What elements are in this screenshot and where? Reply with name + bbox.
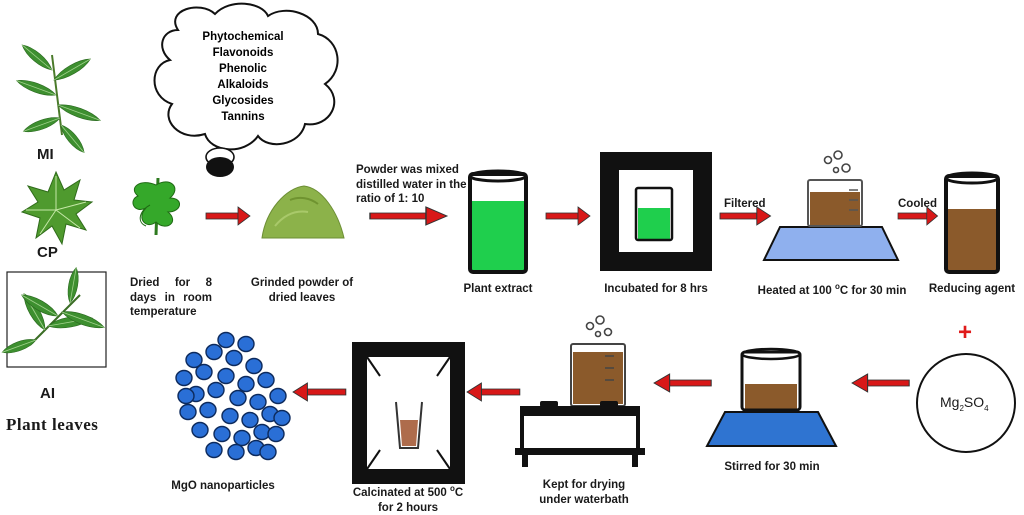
- plus-sign: +: [958, 319, 973, 346]
- nanoparticle: [221, 407, 239, 425]
- ai-leaves-image: [0, 266, 107, 368]
- nanoparticle: [233, 429, 251, 447]
- label-mixed: Powder was mixed distilled water in the …: [356, 164, 467, 206]
- label-plant-leaves: Plant leaves: [6, 415, 99, 434]
- nanoparticle: [191, 421, 209, 439]
- phytochemical-list: Phytochemical Flavonoids Phenolic Alkalo…: [188, 29, 298, 125]
- nanoparticle: [177, 387, 195, 405]
- dried-leaves-image: [132, 177, 180, 236]
- phyto-item: Flavonoids: [212, 47, 274, 59]
- label-kept-line1: Kept for drying: [542, 479, 626, 491]
- label-mgso4: Mg2SO4: [940, 394, 989, 413]
- label-kept-drying: Kept for drying under waterbath: [516, 478, 652, 507]
- label-ai: AI: [40, 385, 55, 402]
- nanoparticle: [241, 411, 259, 429]
- label-calcinated-line1: Calcinated at 500 oC: [352, 484, 464, 499]
- heating-setup: [762, 150, 900, 261]
- mgo-nanoparticles-cluster: [175, 331, 291, 461]
- powder-image: [261, 185, 345, 239]
- phytochemical-cloud: [153, 2, 339, 177]
- label-reducing-agent: Reducing agent: [928, 283, 1016, 295]
- nanoparticle: [267, 425, 285, 443]
- label-cooled: Cooled: [898, 198, 937, 210]
- arrow-dry-to-calcine: [466, 382, 521, 402]
- arrow-powder-to-mix: [369, 206, 448, 226]
- nanoparticle: [213, 425, 231, 443]
- nanoparticle: [225, 349, 243, 367]
- label-calcinated: Calcinated at 500 oC for 2 hours: [332, 484, 484, 515]
- phyto-item: Tannins: [221, 111, 265, 123]
- label-filtered: Filtered: [724, 198, 766, 210]
- nanoparticle: [245, 357, 263, 375]
- arrow-salt-to-stir: [851, 373, 910, 393]
- arrow-stir-to-dry: [653, 373, 712, 393]
- reducing-agent-beaker: [944, 171, 1000, 274]
- nanoparticle: [217, 367, 235, 385]
- stirring-setup: [705, 347, 838, 447]
- nanoparticle: [185, 351, 203, 369]
- nanoparticle: [249, 393, 267, 411]
- nanoparticle: [207, 381, 225, 399]
- nanoparticle: [179, 403, 197, 421]
- phyto-item: Phytochemical: [202, 31, 284, 43]
- nanoparticle: [259, 443, 277, 461]
- phyto-item: Phenolic: [219, 63, 267, 75]
- mgso4-circle: [916, 353, 1016, 453]
- mi-leaves-image: [14, 41, 103, 156]
- incubator-image: [600, 152, 712, 271]
- label-heated: Heated at 100 oC for 30 min: [757, 282, 907, 297]
- nanoparticle: [229, 389, 247, 407]
- label-incubated: Incubated for 8 hrs: [604, 283, 708, 295]
- label-dried: Dried for 8 days in room temperature: [130, 277, 212, 319]
- nanoparticle: [205, 441, 223, 459]
- arrow-extract-to-incubate: [545, 206, 591, 226]
- arrow-dry-to-grind: [205, 206, 251, 226]
- nanoparticle: [195, 363, 213, 381]
- label-mgo: MgO nanoparticles: [171, 480, 275, 492]
- nanoparticle: [175, 369, 193, 387]
- waterbath-setup: [515, 315, 645, 467]
- nanoparticle: [227, 443, 245, 461]
- phyto-item: Glycosides: [212, 95, 274, 107]
- nanoparticle: [269, 387, 287, 405]
- label-stirred: Stirred for 30 min: [724, 461, 820, 473]
- label-plant-extract: Plant extract: [463, 283, 533, 295]
- phyto-item: Alkaloids: [217, 79, 269, 91]
- arrow-calcine-to-mgo: [292, 382, 347, 402]
- label-kept-line2: under waterbath: [539, 493, 629, 506]
- label-mi: MI: [37, 146, 54, 163]
- furnace-image: [352, 342, 465, 484]
- nanoparticle: [273, 409, 291, 427]
- label-cp: CP: [37, 244, 58, 261]
- cp-leaf-image: [20, 170, 94, 246]
- label-calcinated-line2: for 2 hours: [377, 501, 439, 514]
- nanoparticle: [237, 375, 255, 393]
- label-powder: Grinded powder of dried leaves: [250, 277, 354, 304]
- nanoparticle: [217, 331, 235, 349]
- nanoparticle: [199, 401, 217, 419]
- nanoparticle: [237, 335, 255, 353]
- plant-extract-beaker: [468, 169, 528, 274]
- nanoparticle: [257, 371, 275, 389]
- nanoparticle: [205, 343, 223, 361]
